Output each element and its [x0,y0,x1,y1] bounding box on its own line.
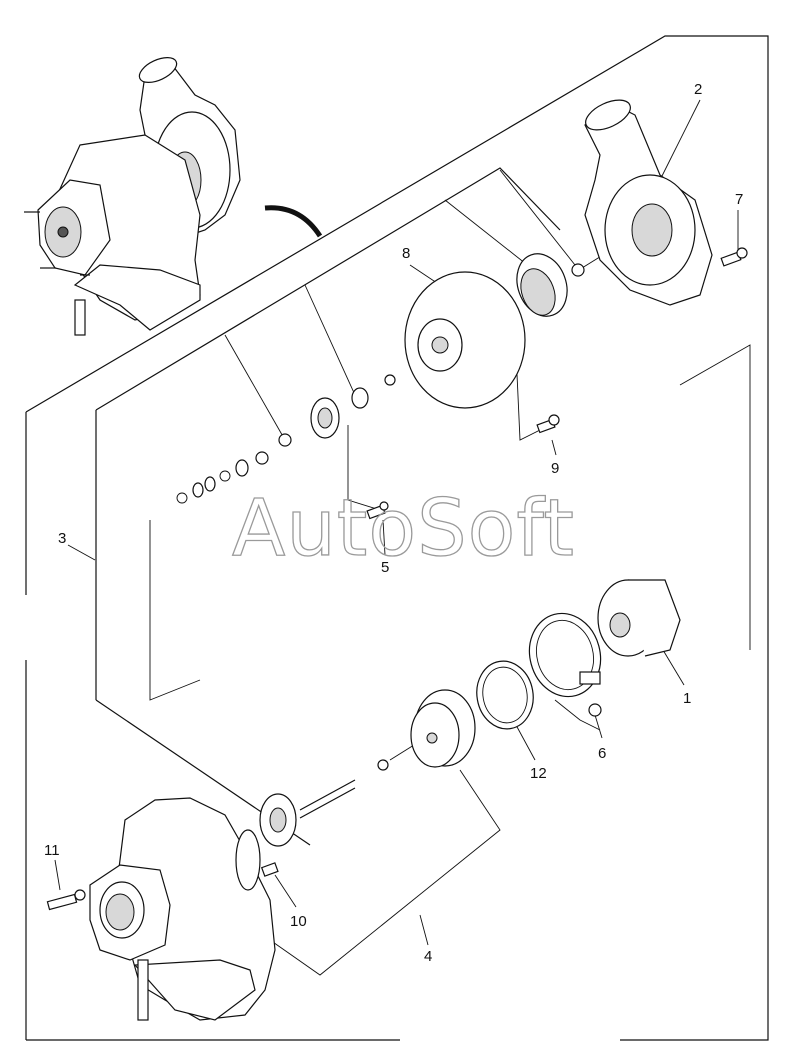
callout-7: 7 [735,191,743,208]
compressor-housing [584,99,713,306]
assembled-turbocharger-illustration [24,57,241,336]
bolt-9 [536,414,560,434]
stud-11 [46,889,86,911]
assembly-boundary [25,35,769,1041]
bolt-7 [720,247,748,267]
callout-4: 4 [424,948,432,965]
direction-arrow [264,205,323,238]
group-3-bracket [95,167,751,846]
bearing-and-rings [176,397,340,504]
callout-3: 3 [58,530,66,547]
callout-12: 12 [530,765,547,782]
actuator-1 [597,579,681,657]
callout-6: 6 [598,745,606,762]
screw-5 [366,501,389,520]
v-band-clamp-6 [528,612,602,717]
callout-1: 1 [683,690,691,707]
heat-shield [377,689,476,771]
backplate-8 [351,271,526,409]
compressor-wheel [516,253,585,317]
callout-9: 9 [551,460,559,477]
pin-10 [260,862,279,877]
callout-labels: 1 2 3 4 5 6 7 8 9 10 11 12 [44,81,743,965]
watermark: AutoSoft [232,484,575,574]
callout-10: 10 [290,913,307,930]
turbine-wheel-shaft [259,779,356,847]
callout-8: 8 [402,245,410,262]
callout-5: 5 [381,559,389,576]
callout-2: 2 [694,81,702,98]
turbine-housing [89,797,276,1021]
callout-11: 11 [44,842,60,859]
seal-ring-12 [476,660,534,730]
